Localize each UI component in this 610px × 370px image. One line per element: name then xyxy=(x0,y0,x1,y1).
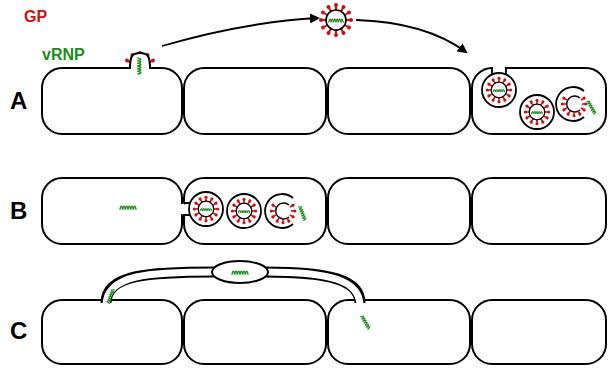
vrnp xyxy=(120,206,136,210)
cell xyxy=(328,300,470,364)
cell-contact-transfer xyxy=(181,192,306,228)
tunneling-nanotube xyxy=(106,261,370,329)
cell xyxy=(472,178,606,244)
cell xyxy=(42,178,182,244)
glycoprotein-label: GP xyxy=(24,8,47,26)
vrnp-label: vRNP xyxy=(42,46,85,64)
cell xyxy=(184,300,326,364)
transfer-arrow xyxy=(162,18,318,46)
row-c-cells xyxy=(42,300,606,364)
panel-letter: B xyxy=(10,198,27,224)
row-a-cells xyxy=(42,68,606,134)
cell xyxy=(184,178,326,244)
cell xyxy=(472,68,606,134)
cell xyxy=(184,68,326,134)
uptake-endosomes xyxy=(482,68,596,129)
panel-letter: A xyxy=(10,88,27,114)
cell xyxy=(472,300,606,364)
row-b-cells xyxy=(42,178,606,244)
cell xyxy=(42,300,182,364)
cell xyxy=(328,68,470,134)
cell xyxy=(42,68,182,134)
budding-virion xyxy=(124,51,155,74)
transfer-arrow xyxy=(356,20,466,52)
panel-letter: C xyxy=(10,318,27,344)
cell xyxy=(328,178,470,244)
free-virion xyxy=(319,3,353,37)
